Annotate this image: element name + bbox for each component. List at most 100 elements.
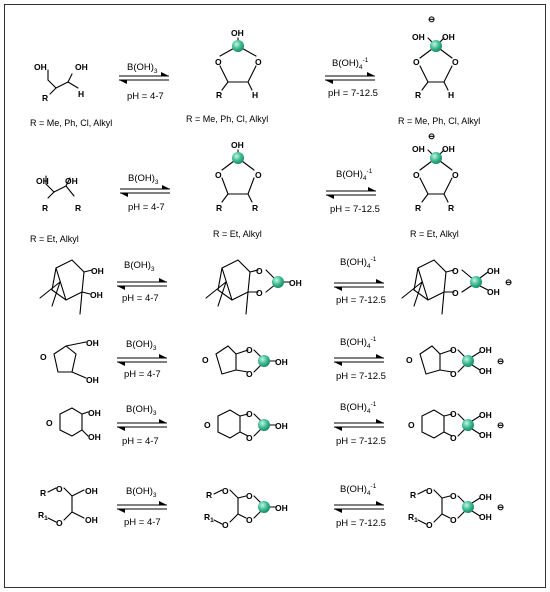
- condition-acid-ph: pH = 4-7: [122, 436, 159, 447]
- atom-oh: OH: [275, 503, 288, 513]
- equilibrium-arrows: [333, 278, 385, 292]
- row-1-base-equilibrium: B(OH)4-1 pH = 7-12.5: [324, 57, 378, 99]
- atom-r: R: [42, 203, 48, 213]
- row-1-boronate-ester: OH O O R H: [215, 28, 262, 100]
- atom-r: R: [216, 203, 222, 213]
- row-2-substituent-label: R = Et, Alkyl: [410, 229, 459, 239]
- atom-o: O: [452, 57, 459, 67]
- equilibrium-arrows: [325, 186, 377, 200]
- atom-o: O: [450, 409, 457, 419]
- atom-r: R: [75, 203, 81, 213]
- charge-minus: ⊖: [497, 420, 504, 430]
- row-5-boronate-ester: O O O OH: [204, 409, 288, 443]
- atom-oh: OH: [487, 287, 500, 297]
- atom-o: O: [406, 355, 413, 365]
- row-6-base-equilibrium: B(OH)4-1 pH = 7-12.5: [333, 483, 386, 529]
- row-6-borate-ester: R O O O OH OH ⊖ R1 O: [408, 486, 504, 530]
- reagent-boric-acid: B(OH)3: [126, 486, 157, 499]
- row-6-boronate-ester: R O O O OH R1 O: [204, 486, 288, 530]
- row-4-borate-ester: O O O OH OH ⊖: [406, 345, 504, 379]
- atom-oh: OH: [65, 176, 78, 186]
- atom-r: R: [415, 203, 421, 213]
- atom-o: O: [246, 369, 253, 379]
- atom-oh: OH: [86, 375, 99, 385]
- boron-atom: [258, 355, 270, 367]
- atom-oh: OH: [85, 486, 98, 496]
- atom-oh: OH: [479, 410, 492, 420]
- atom-r: R: [206, 490, 212, 500]
- atom-oh: OH: [442, 144, 455, 154]
- condition-basic-ph: pH = 7-12.5: [336, 436, 386, 447]
- atom-o: O: [413, 57, 420, 67]
- atom-r: R: [216, 90, 222, 100]
- boron-atom: [470, 276, 482, 288]
- boron-atom: [232, 152, 244, 164]
- row-3-pinanediol: OH OH: [39, 259, 104, 315]
- atom-o: O: [450, 515, 457, 525]
- charge-minus: ⊖: [428, 131, 435, 141]
- condition-acid-ph: pH = 4-7: [128, 202, 165, 213]
- boron-atom: [462, 501, 474, 513]
- equilibrium-arrows: [118, 71, 170, 85]
- row-2-boronate-ester: OH O O R R: [215, 140, 262, 213]
- atom-oh: OH: [487, 266, 500, 276]
- atom-r1: R1: [204, 512, 214, 524]
- atom-o: O: [246, 433, 253, 443]
- boron-atom: [462, 355, 474, 367]
- atom-o: O: [246, 491, 253, 501]
- atom-oh: OH: [86, 338, 99, 348]
- atom-oh: OH: [479, 512, 492, 522]
- row-1-substituent-label: R = Me, Ph, Cl, Alkyl: [398, 116, 480, 126]
- atom-oh: OH: [479, 366, 492, 376]
- atom-oh: OH: [88, 432, 101, 442]
- atom-oh: OH: [231, 140, 244, 150]
- atom-oh: OH: [36, 176, 49, 186]
- atom-o: O: [452, 288, 459, 298]
- atom-r: R: [40, 488, 46, 498]
- condition-basic-ph: pH = 7-12.5: [336, 518, 386, 529]
- row-1-diol: OH OH R H: [34, 62, 88, 103]
- atom-r: R: [410, 490, 416, 500]
- row-2-substituent-label: R = Et, Alkyl: [213, 229, 262, 239]
- boron-atom: [272, 276, 284, 288]
- equilibrium-arrows: [333, 353, 385, 367]
- row-6-acid-equilibrium: B(OH)3 pH = 4-7: [116, 486, 168, 528]
- row-5-thp-diol: O OH OH: [46, 407, 101, 442]
- reagent-borate: B(OH)4-1: [340, 401, 377, 415]
- row-2-acid-equilibrium: B(OH)3 pH = 4-7: [119, 173, 171, 213]
- row-3-acid-equilibrium: B(OH)3 pH = 4-7: [116, 260, 168, 304]
- atom-o: O: [413, 170, 420, 180]
- atom-h: H: [448, 90, 454, 100]
- atom-oh: OH: [34, 62, 47, 72]
- row-1-substituent-label: R = Me, Ph, Cl, Alkyl: [30, 118, 112, 128]
- boron-atom: [258, 501, 270, 513]
- boron-atom: [462, 419, 474, 431]
- boron-atom: [232, 40, 244, 52]
- atom-o: O: [246, 409, 253, 419]
- boron-atom: [258, 419, 270, 431]
- row-4-thf-diol: O OH OH: [40, 338, 99, 385]
- atom-r: R: [415, 90, 421, 100]
- row-2-substituent-label: R = Et, Alkyl: [30, 234, 79, 244]
- equilibrium-arrows: [116, 500, 168, 514]
- condition-acid-ph: pH = 4-7: [127, 91, 164, 102]
- atom-oh: OH: [231, 28, 244, 38]
- atom-oh: OH: [85, 515, 98, 525]
- atom-oh: OH: [412, 144, 425, 154]
- row-5-base-equilibrium: B(OH)4-1 pH = 7-12.5: [333, 401, 386, 447]
- equilibrium-arrows: [116, 353, 168, 367]
- atom-o: O: [255, 57, 262, 67]
- equilibrium-arrows: [333, 500, 385, 514]
- row-1-borate-ester: OH OH O O R H ⊖: [412, 14, 459, 100]
- atom-oh: OH: [75, 62, 88, 72]
- atom-r: R: [42, 93, 48, 103]
- condition-basic-ph: pH = 7-12.5: [330, 204, 380, 215]
- atom-oh: OH: [88, 408, 101, 418]
- condition-acid-ph: pH = 4-7: [122, 293, 159, 304]
- condition-basic-ph: pH = 7-12.5: [336, 295, 386, 306]
- atom-o: O: [222, 520, 229, 530]
- reagent-boric-acid: B(OH)3: [124, 260, 155, 273]
- atom-o: O: [450, 345, 457, 355]
- atom-oh: OH: [90, 290, 103, 300]
- atom-oh: OH: [412, 32, 425, 42]
